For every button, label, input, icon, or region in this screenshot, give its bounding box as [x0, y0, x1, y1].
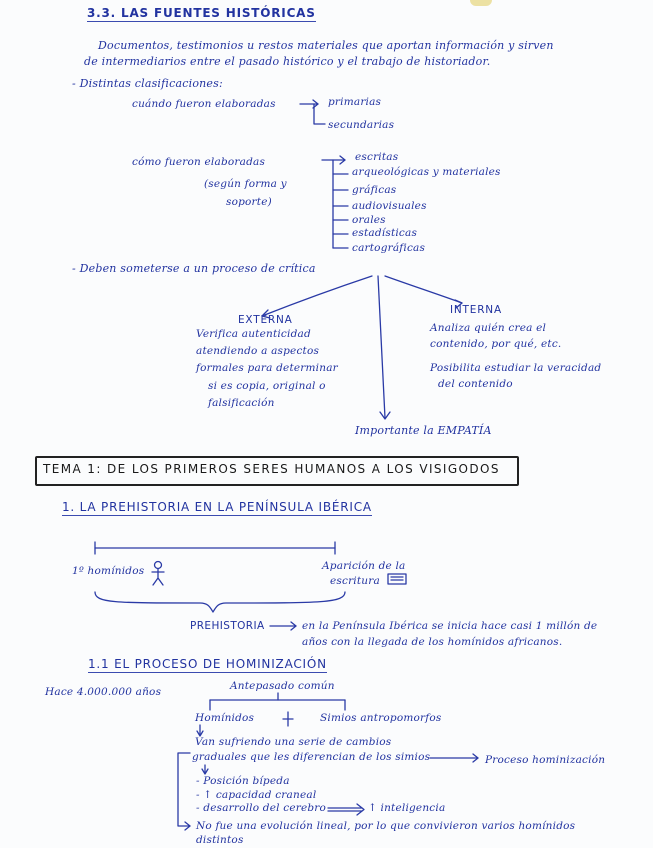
empathy-note: Importante la EMPATÍA — [355, 424, 492, 437]
internal-line-2: contenido, por qué, etc. — [430, 338, 562, 350]
how-item-oral: orales — [352, 214, 386, 226]
when-branch-secondary — [313, 103, 326, 125]
arrow-to-empathy — [377, 275, 386, 419]
how-item-graphic: gráficas — [352, 184, 397, 196]
change-bipedal: - Posición bípeda — [196, 775, 290, 787]
timeline-start-label: 1º homínidos — [72, 565, 145, 577]
when-arrowhead-primary — [312, 99, 319, 109]
section-heading-1: 1. LA PREHISTORIA EN LA PENÍNSULA IBÉRIC… — [62, 500, 372, 516]
final-bracket — [177, 752, 191, 827]
final-arrowhead — [184, 821, 191, 831]
external-title: EXTERNA — [238, 314, 293, 326]
how-item-cartographic: cartográficas — [352, 242, 426, 254]
branch-hominids: Homínidos — [195, 712, 255, 724]
external-line-2: atendiendo a aspectos — [196, 345, 320, 357]
internal-line-4: del contenido — [438, 378, 513, 390]
how-item-audiovisual: audiovisuales — [352, 200, 427, 212]
process-arrowhead — [472, 753, 479, 763]
hominid-arrowhead-down — [196, 730, 204, 737]
external-line-1: Verifica autenticidad — [196, 328, 311, 340]
arrowhead-external — [261, 309, 271, 319]
prehistory-label: PREHISTORIA — [190, 620, 265, 632]
arrowhead-internal — [454, 299, 463, 309]
how-bracket-ticks — [332, 173, 349, 249]
by-how-line-1: cómo fueron elaboradas — [132, 156, 266, 168]
page-stain — [470, 0, 492, 6]
arrow-to-external — [261, 275, 373, 317]
how-arrowhead-top — [339, 155, 346, 165]
critique-intro: - Deben someterse a un proceso de crític… — [72, 262, 316, 275]
prehistory-arrowhead — [290, 621, 297, 631]
changes-arrowhead-down — [201, 768, 209, 775]
arrowhead-empathy — [379, 411, 391, 420]
ancestor-branch-drops — [209, 699, 346, 711]
external-line-4: si es copia, original o — [208, 380, 326, 392]
how-item-archaeological: arqueológicas y materiales — [352, 166, 501, 178]
time-ago: Hace 4.000.000 años — [45, 686, 162, 698]
internal-line-3: Posibilita estudiar la veracidad — [430, 362, 602, 374]
by-how-line-3: soporte) — [226, 196, 272, 208]
external-line-5: falsificación — [208, 397, 275, 409]
branch-apes: Simios antropomorfos — [320, 712, 442, 724]
when-item-secondary: secundarias — [328, 119, 395, 131]
hominid-figure-body — [151, 568, 165, 586]
tema-title: TEMA 1: DE LOS PRIMEROS SERES HUMANOS A … — [43, 462, 500, 476]
final-line-2: distintos — [196, 834, 244, 846]
changes-line-2: graduales que les diferencian de los sim… — [192, 751, 431, 763]
prehistory-line-1: en la Península Ibérica se inicia hace c… — [302, 620, 598, 632]
section-heading-3-3: 3.3. LAS FUENTES HISTÓRICAS — [87, 6, 316, 22]
final-line-1: No fue una evolución lineal, por lo que … — [196, 820, 576, 832]
classifications-intro: - Distintas clasificaciones: — [72, 77, 223, 90]
prehistory-brace — [94, 591, 346, 613]
change-brain: - desarrollo del cerebro — [196, 802, 327, 814]
tema-title-box — [35, 456, 519, 486]
by-when-label: cuándo fueron elaboradas — [132, 98, 276, 110]
section-heading-1-1: 1.1 EL PROCESO DE HOMINIZACIÓN — [88, 657, 327, 673]
change-cranial: - ↑ capacidad craneal — [196, 789, 317, 801]
writing-tablet-lines — [390, 576, 404, 581]
intelligence-arrowhead — [356, 803, 365, 816]
timeline-end-line-1: Aparición de la — [322, 560, 406, 572]
common-ancestor: Antepasado común — [230, 680, 335, 692]
internal-title: INTERNA — [450, 304, 502, 316]
process-label: Proceso hominización — [485, 754, 606, 766]
when-item-primary: primarias — [328, 96, 382, 108]
intelligence-arrow — [327, 807, 363, 812]
writing-tablet-icon — [387, 573, 407, 585]
arrow-to-internal — [384, 275, 463, 304]
timeline-end-line-2: escritura — [330, 575, 380, 587]
timeline-ticks — [94, 541, 336, 555]
how-item-written: escritas — [355, 151, 399, 163]
prehistory-line-2: años con la llegada de los homínidos afr… — [302, 636, 563, 648]
by-how-line-2: (según forma y — [204, 178, 287, 190]
changes-line-1: Van sufriendo una serie de cambios — [195, 736, 392, 748]
divergence-cross — [282, 711, 294, 727]
external-line-3: formales para determinar — [196, 362, 338, 374]
intelligence-label: ↑ inteligencia — [368, 802, 446, 814]
definition-line-2: de intermediarios entre el pasado histór… — [84, 55, 491, 68]
hominid-figure-head — [153, 560, 163, 570]
internal-line-1: Analiza quién crea el — [430, 322, 547, 334]
definition-line-1: Documentos, testimonios u restos materia… — [98, 39, 554, 52]
how-item-statistical: estadísticas — [352, 227, 418, 239]
